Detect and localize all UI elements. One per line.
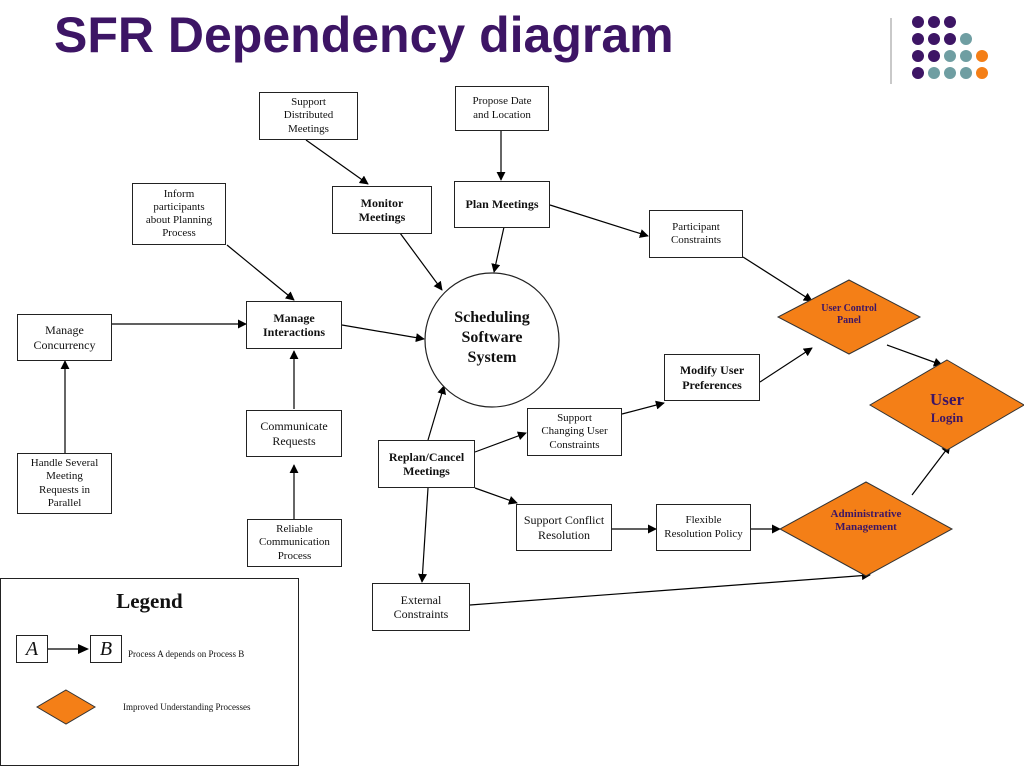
edge [742, 256, 813, 302]
edge [759, 347, 813, 383]
title-divider [890, 18, 892, 84]
legend-box-a: A [16, 635, 48, 663]
edge [474, 431, 527, 453]
node-scheduling-software-system: Scheduling Software System [454, 309, 530, 366]
page-title: SFR Dependency diagram [54, 7, 674, 63]
edge [469, 571, 871, 606]
edge [911, 444, 951, 496]
edge [341, 324, 425, 343]
edge [491, 226, 505, 273]
legend-depends-text: Process A depends on Process B [128, 649, 245, 659]
decorative-dot-logo [912, 16, 988, 79]
user-control-panel-diamond [776, 279, 922, 355]
legend-arrow [48, 644, 89, 654]
user-login-diamond [869, 359, 1024, 451]
legend-box-b: B [90, 635, 122, 663]
edge [886, 344, 943, 367]
legend-diamond-text: Improved Understanding Processes [123, 702, 251, 712]
edge [226, 244, 295, 301]
edge [399, 232, 443, 291]
edge [427, 385, 447, 441]
edge [549, 204, 649, 238]
node-plan-meetings: Plan Meetings [454, 181, 550, 228]
admin-management-diamond [778, 481, 954, 577]
edge [418, 487, 429, 583]
user-control-panel-label: User Control Panel [821, 303, 877, 326]
legend-diamond-icon [36, 689, 96, 725]
admin-management-label: Administrative Management [830, 508, 902, 534]
edge [474, 487, 518, 505]
user-login-label: User Login [930, 390, 964, 426]
edge [621, 400, 665, 415]
legend-title: Legend [116, 589, 183, 613]
edge [305, 139, 369, 185]
legend-box: Legend A B Process A depends on Process … [0, 578, 299, 766]
scheduling-system-circle [424, 272, 560, 408]
